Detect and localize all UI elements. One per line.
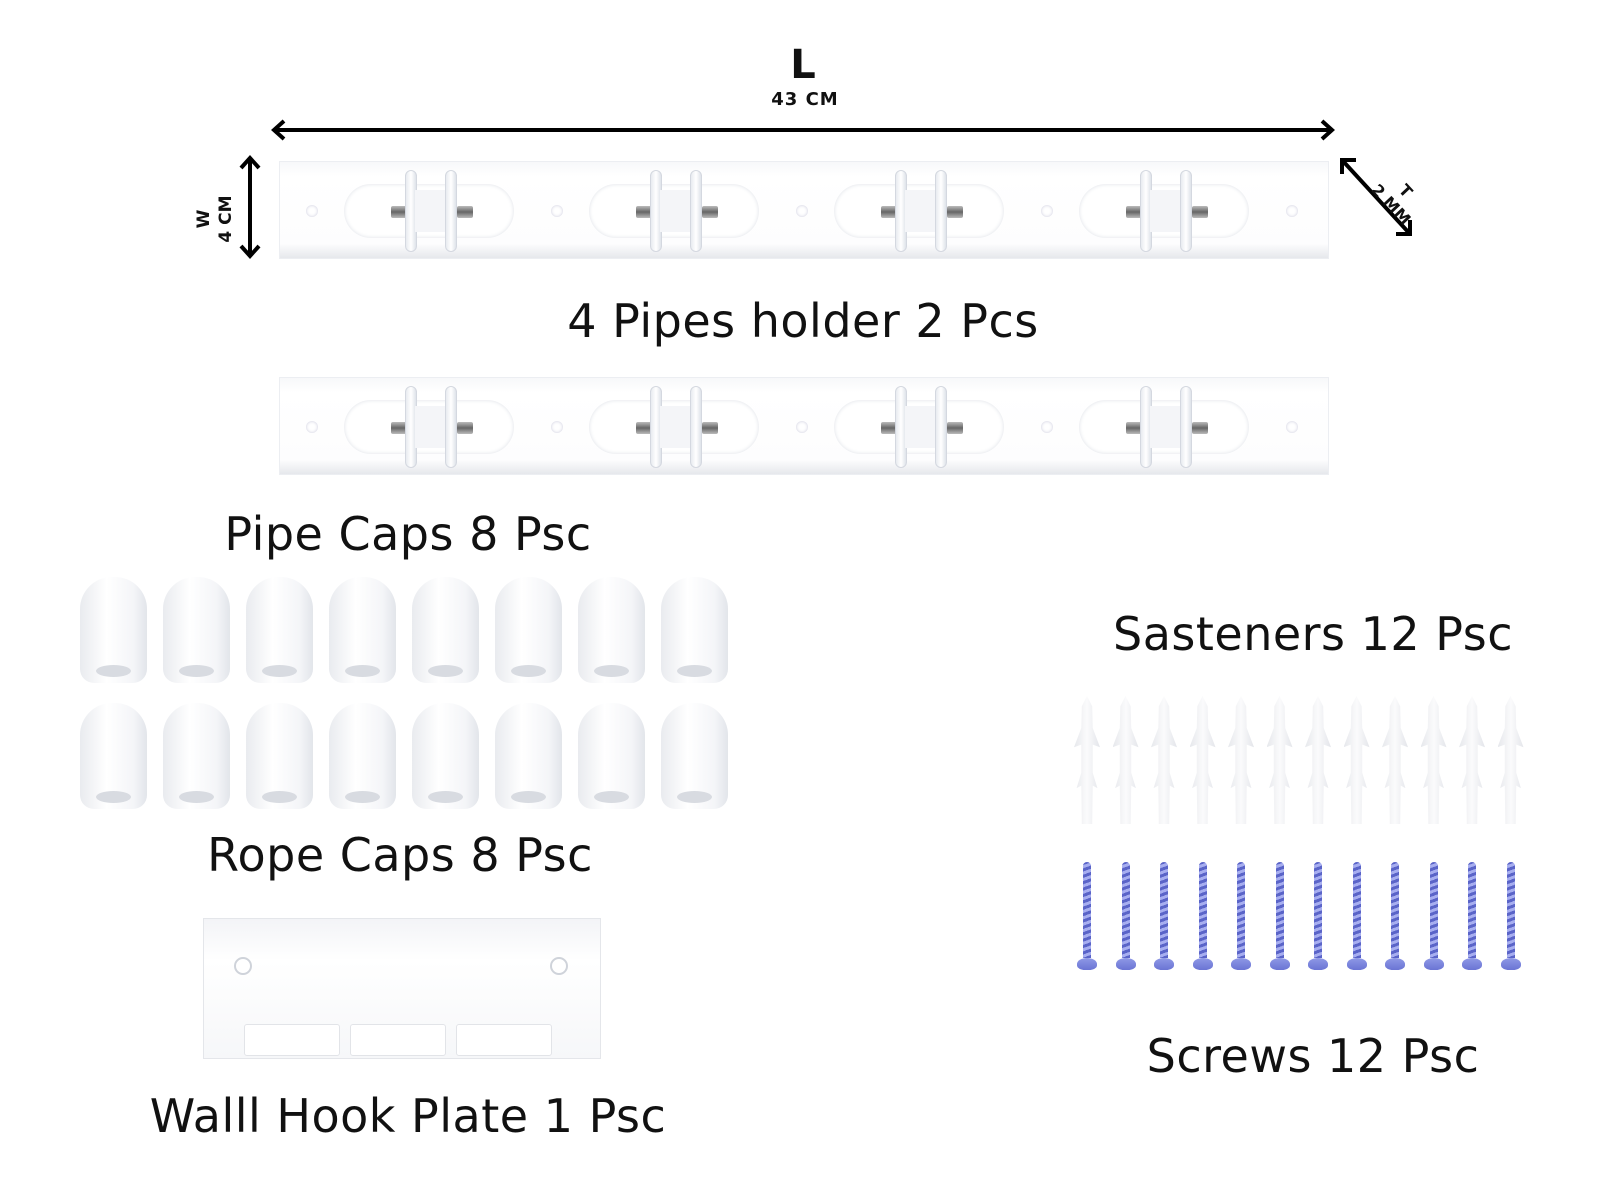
screw bbox=[1308, 862, 1328, 970]
mount-hole bbox=[1041, 205, 1053, 217]
pipe-cap bbox=[163, 577, 230, 683]
width-label: W bbox=[194, 209, 214, 229]
pulley-roller bbox=[881, 170, 963, 252]
pulley-roller bbox=[391, 170, 473, 252]
pulley-roller bbox=[1126, 386, 1208, 468]
wall-anchor bbox=[1112, 696, 1139, 824]
pulley-roller bbox=[391, 386, 473, 468]
fasteners-label: Sasteners 12 Psc bbox=[1113, 607, 1513, 661]
screw bbox=[1423, 862, 1444, 970]
pipe-cap bbox=[329, 577, 396, 683]
screw bbox=[1115, 862, 1136, 970]
mount-hole bbox=[551, 421, 563, 433]
mount-hole bbox=[796, 205, 808, 217]
screw bbox=[1231, 862, 1251, 970]
width-arrow-icon bbox=[239, 155, 261, 259]
rope-cap bbox=[80, 703, 147, 809]
pipe-cap bbox=[412, 577, 479, 683]
rope-caps-label: Rope Caps 8 Psc bbox=[207, 828, 593, 882]
pipe-cap bbox=[246, 577, 313, 683]
pipes-holder-label: 4 Pipes holder 2 Pcs bbox=[567, 294, 1039, 348]
wall-anchor bbox=[1266, 696, 1293, 824]
wall-hook-plate-label: Walll Hook Plate 1 Psc bbox=[149, 1089, 667, 1143]
wall-hook-plate bbox=[203, 918, 601, 1059]
mount-hole bbox=[1286, 421, 1298, 433]
wall-anchor bbox=[1343, 696, 1370, 824]
pipe-cap bbox=[578, 577, 645, 683]
wall-anchor bbox=[1382, 696, 1408, 824]
wall-anchor bbox=[1151, 696, 1177, 824]
mount-hole bbox=[306, 421, 318, 433]
rope-cap bbox=[661, 703, 728, 809]
rope-cap bbox=[329, 703, 396, 809]
screw bbox=[1385, 862, 1405, 970]
screws-label: Screws 12 Psc bbox=[1146, 1029, 1480, 1083]
pulley-roller bbox=[636, 170, 718, 252]
screw bbox=[1462, 862, 1482, 970]
rope-cap bbox=[412, 703, 479, 809]
rope-cap bbox=[578, 703, 645, 809]
pulley-roller bbox=[636, 386, 718, 468]
screw bbox=[1269, 862, 1290, 970]
length-arrow-icon bbox=[271, 119, 1335, 141]
wall-anchor bbox=[1074, 696, 1100, 824]
pipe-caps-label: Pipe Caps 8 Psc bbox=[224, 507, 592, 561]
screw bbox=[1077, 862, 1097, 970]
wall-anchor bbox=[1420, 696, 1447, 824]
wall-anchor bbox=[1305, 696, 1331, 824]
mount-hole bbox=[796, 421, 808, 433]
mount-hole bbox=[551, 205, 563, 217]
rope-cap bbox=[246, 703, 313, 809]
length-label: L bbox=[790, 42, 816, 88]
pipe-cap bbox=[80, 577, 147, 683]
wall-anchor bbox=[1189, 696, 1216, 824]
thickness-arrow-icon bbox=[1340, 158, 1412, 236]
mount-hole bbox=[306, 205, 318, 217]
length-value: 43 CM bbox=[771, 89, 839, 110]
pipes-holder-bar bbox=[279, 161, 1329, 259]
wall-anchor bbox=[1459, 696, 1485, 824]
screw bbox=[1154, 862, 1174, 970]
pipes-holder-bar bbox=[279, 377, 1329, 475]
pipe-cap bbox=[661, 577, 728, 683]
screw bbox=[1346, 862, 1367, 970]
width-value: 4 CM bbox=[216, 195, 236, 243]
rope-cap bbox=[495, 703, 562, 809]
mount-hole bbox=[1041, 421, 1053, 433]
mount-hole bbox=[1286, 205, 1298, 217]
pipe-cap bbox=[495, 577, 562, 683]
pulley-roller bbox=[881, 386, 963, 468]
wall-anchor bbox=[1497, 696, 1524, 824]
wall-anchor bbox=[1228, 696, 1254, 824]
screw bbox=[1500, 862, 1521, 970]
rope-cap bbox=[163, 703, 230, 809]
pulley-roller bbox=[1126, 170, 1208, 252]
screw bbox=[1192, 862, 1213, 970]
